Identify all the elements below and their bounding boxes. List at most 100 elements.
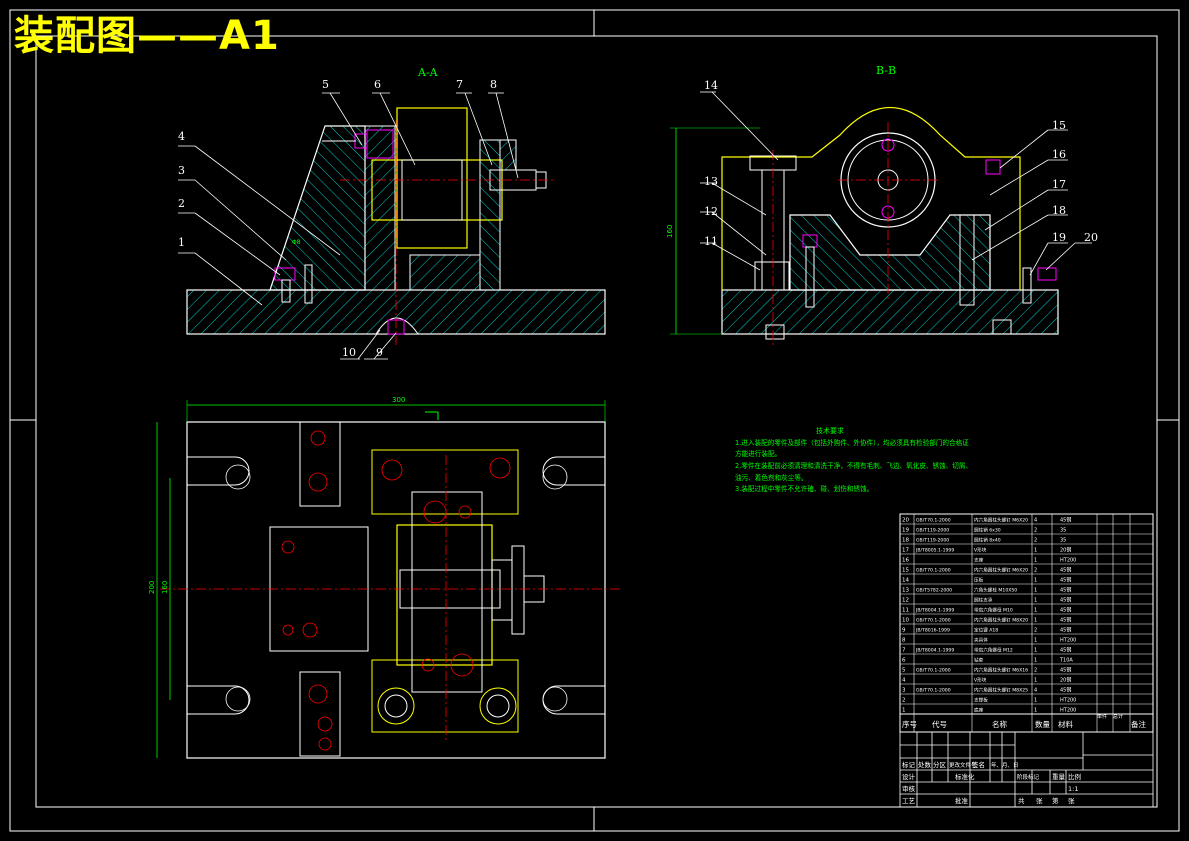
- bom-cell: 45钢: [1060, 647, 1071, 654]
- balloon-6: 6: [374, 78, 381, 91]
- bom-cell: 13: [902, 588, 909, 594]
- dim-fit-aa: Φ8: [292, 239, 301, 246]
- tb-approve: 批准: [955, 796, 969, 805]
- bom-cell: 内六角圆柱头螺钉 M6X20: [974, 517, 1028, 524]
- tb-review: 审核: [902, 784, 916, 793]
- bom-header-remark: 备注: [1131, 719, 1147, 729]
- bom-cell: GB/T70.1-2000: [916, 568, 951, 574]
- bom-cell: 1: [1034, 578, 1037, 584]
- notes-line-2: 方能进行装配。: [735, 449, 781, 458]
- bom-cell: GB/T70.1-2000: [916, 618, 951, 624]
- bom-header-name: 名称: [992, 719, 1007, 729]
- bom-cell: 1: [902, 708, 906, 714]
- bom-header-code: 代号: [932, 719, 947, 729]
- bom-cell: 35: [1060, 538, 1066, 544]
- balloon-19: 19: [1052, 231, 1066, 244]
- bom-cell: 1: [1034, 548, 1037, 554]
- bom-cell: 20钢: [1060, 547, 1071, 554]
- bom-cell: JB/T8004.1-1999: [915, 648, 954, 654]
- notes-heading: 技术要求: [816, 426, 844, 435]
- tb-zone: 分区: [933, 760, 947, 769]
- bom-cell: 4: [1034, 688, 1037, 694]
- technical-notes: 技术要求 1.进入装配的零件及部件（包括外购件、外协件），均必须具有检验部门的合…: [735, 426, 972, 493]
- balloon-1: 1: [178, 236, 185, 249]
- bom-cell: 2: [1034, 538, 1037, 544]
- bom-cell: HT200: [1060, 638, 1076, 644]
- bom-cell: 2: [1034, 528, 1037, 534]
- notes-line-3: 2.零件在装配前必须清理和清洗干净，不得有毛刺、飞边、氧化皮、锈蚀、切屑、: [735, 461, 972, 470]
- bom-header-total: 总计: [1113, 713, 1123, 720]
- section-aa-view: A-A Φ8: [186, 66, 606, 345]
- bom-cell: 带肩六角螺母 M10: [974, 607, 1013, 614]
- bom-cell: V形块: [974, 547, 987, 554]
- bom-cell: GB/T119-2000: [916, 538, 949, 544]
- balloon-3: 3: [178, 164, 185, 177]
- workpiece-bb: [721, 106, 1021, 290]
- bom-cell: 压板: [974, 577, 984, 584]
- drawing-frame: [9, 9, 1180, 832]
- tb-sheets-total-unit: 张: [1036, 796, 1043, 805]
- bom-cell: 6: [902, 658, 906, 664]
- bom-cell: 2: [1034, 628, 1037, 634]
- section-aa-label: A-A: [417, 66, 439, 79]
- bom-cell: GB/T119-2000: [916, 528, 949, 534]
- leaders-bb: [700, 91, 1092, 276]
- bom-cell: HT200: [1060, 558, 1076, 564]
- bom-cell: 2: [1034, 668, 1037, 674]
- bom-cell: 14: [902, 578, 909, 584]
- tb-mark: 标记: [902, 760, 916, 769]
- bom-cell: GB/T70.1-2000: [916, 518, 951, 524]
- bom-cell: 5: [902, 668, 906, 674]
- bom-cell: 45钢: [1060, 517, 1071, 524]
- bom-cell: 7: [902, 648, 906, 654]
- tb-sheet-no: 第: [1052, 796, 1059, 805]
- dim-plan-height-inner: 160: [161, 581, 169, 594]
- bom-cell: 45钢: [1060, 587, 1071, 594]
- bom-cell: GB/T70.1-2000: [916, 688, 951, 694]
- tb-sign: 签名: [972, 760, 985, 769]
- balloon-20: 20: [1084, 231, 1098, 244]
- bom-cell: 1: [1034, 588, 1037, 594]
- bom-cell: 8: [902, 638, 906, 644]
- tb-count: 处数: [918, 760, 932, 769]
- bom-cell: 45钢: [1060, 617, 1071, 624]
- bom-cell: 定位键 A18: [974, 627, 998, 634]
- balloon-11: 11: [704, 235, 718, 248]
- bom-cell: 2: [902, 698, 906, 704]
- bom-cell: 15: [902, 568, 909, 574]
- bom-cell: 20: [902, 518, 909, 524]
- tb-ratio: 比例: [1068, 772, 1081, 781]
- tb-sheets-total: 共: [1018, 796, 1025, 805]
- balloon-13: 13: [704, 175, 718, 188]
- balloon-2: 2: [178, 197, 185, 210]
- dim-plan-height-outer: 200: [148, 581, 156, 594]
- bom-cell: 20钢: [1060, 677, 1071, 684]
- bom-cell: 4: [902, 678, 906, 684]
- bom-cell: 带肩六角螺母 M12: [974, 647, 1013, 654]
- bom-cell: 内六角圆柱头螺钉 M8X20: [974, 617, 1028, 624]
- bom-cell: 1: [1034, 678, 1037, 684]
- section-bb-view: B-B 160: [666, 64, 1059, 345]
- bom-cell: 内六角圆柱头螺钉 M8X25: [974, 687, 1028, 694]
- balloon-16: 16: [1052, 148, 1066, 161]
- bom-cell: T10A: [1059, 658, 1073, 664]
- tb-change-doc: 更改文件号: [949, 761, 977, 769]
- tb-sheet-no-unit: 张: [1068, 796, 1075, 805]
- bom-cell: 9: [902, 628, 906, 634]
- notes-line-4: 油污、着色剂和灰尘等。: [735, 473, 808, 482]
- balloon-4: 4: [178, 130, 185, 143]
- bom-cell: 1: [1034, 698, 1037, 704]
- dim-plan-width: 300: [392, 396, 405, 404]
- balloon-7: 7: [456, 78, 463, 91]
- bom-cell: 支撑板: [974, 697, 988, 704]
- bom-cell: JB/T8004.1-1999: [915, 608, 954, 614]
- balloon-10: 10: [342, 346, 356, 359]
- bom-header-unit: 单件: [1097, 713, 1107, 720]
- leaders-aa: [178, 92, 519, 360]
- bom-cell: 1: [1034, 648, 1037, 654]
- balloon-18: 18: [1052, 204, 1066, 217]
- tb-stage: 阶段标记: [1017, 773, 1040, 781]
- bom-cell: 35: [1060, 528, 1066, 534]
- bom-cell: 钻套: [974, 657, 984, 664]
